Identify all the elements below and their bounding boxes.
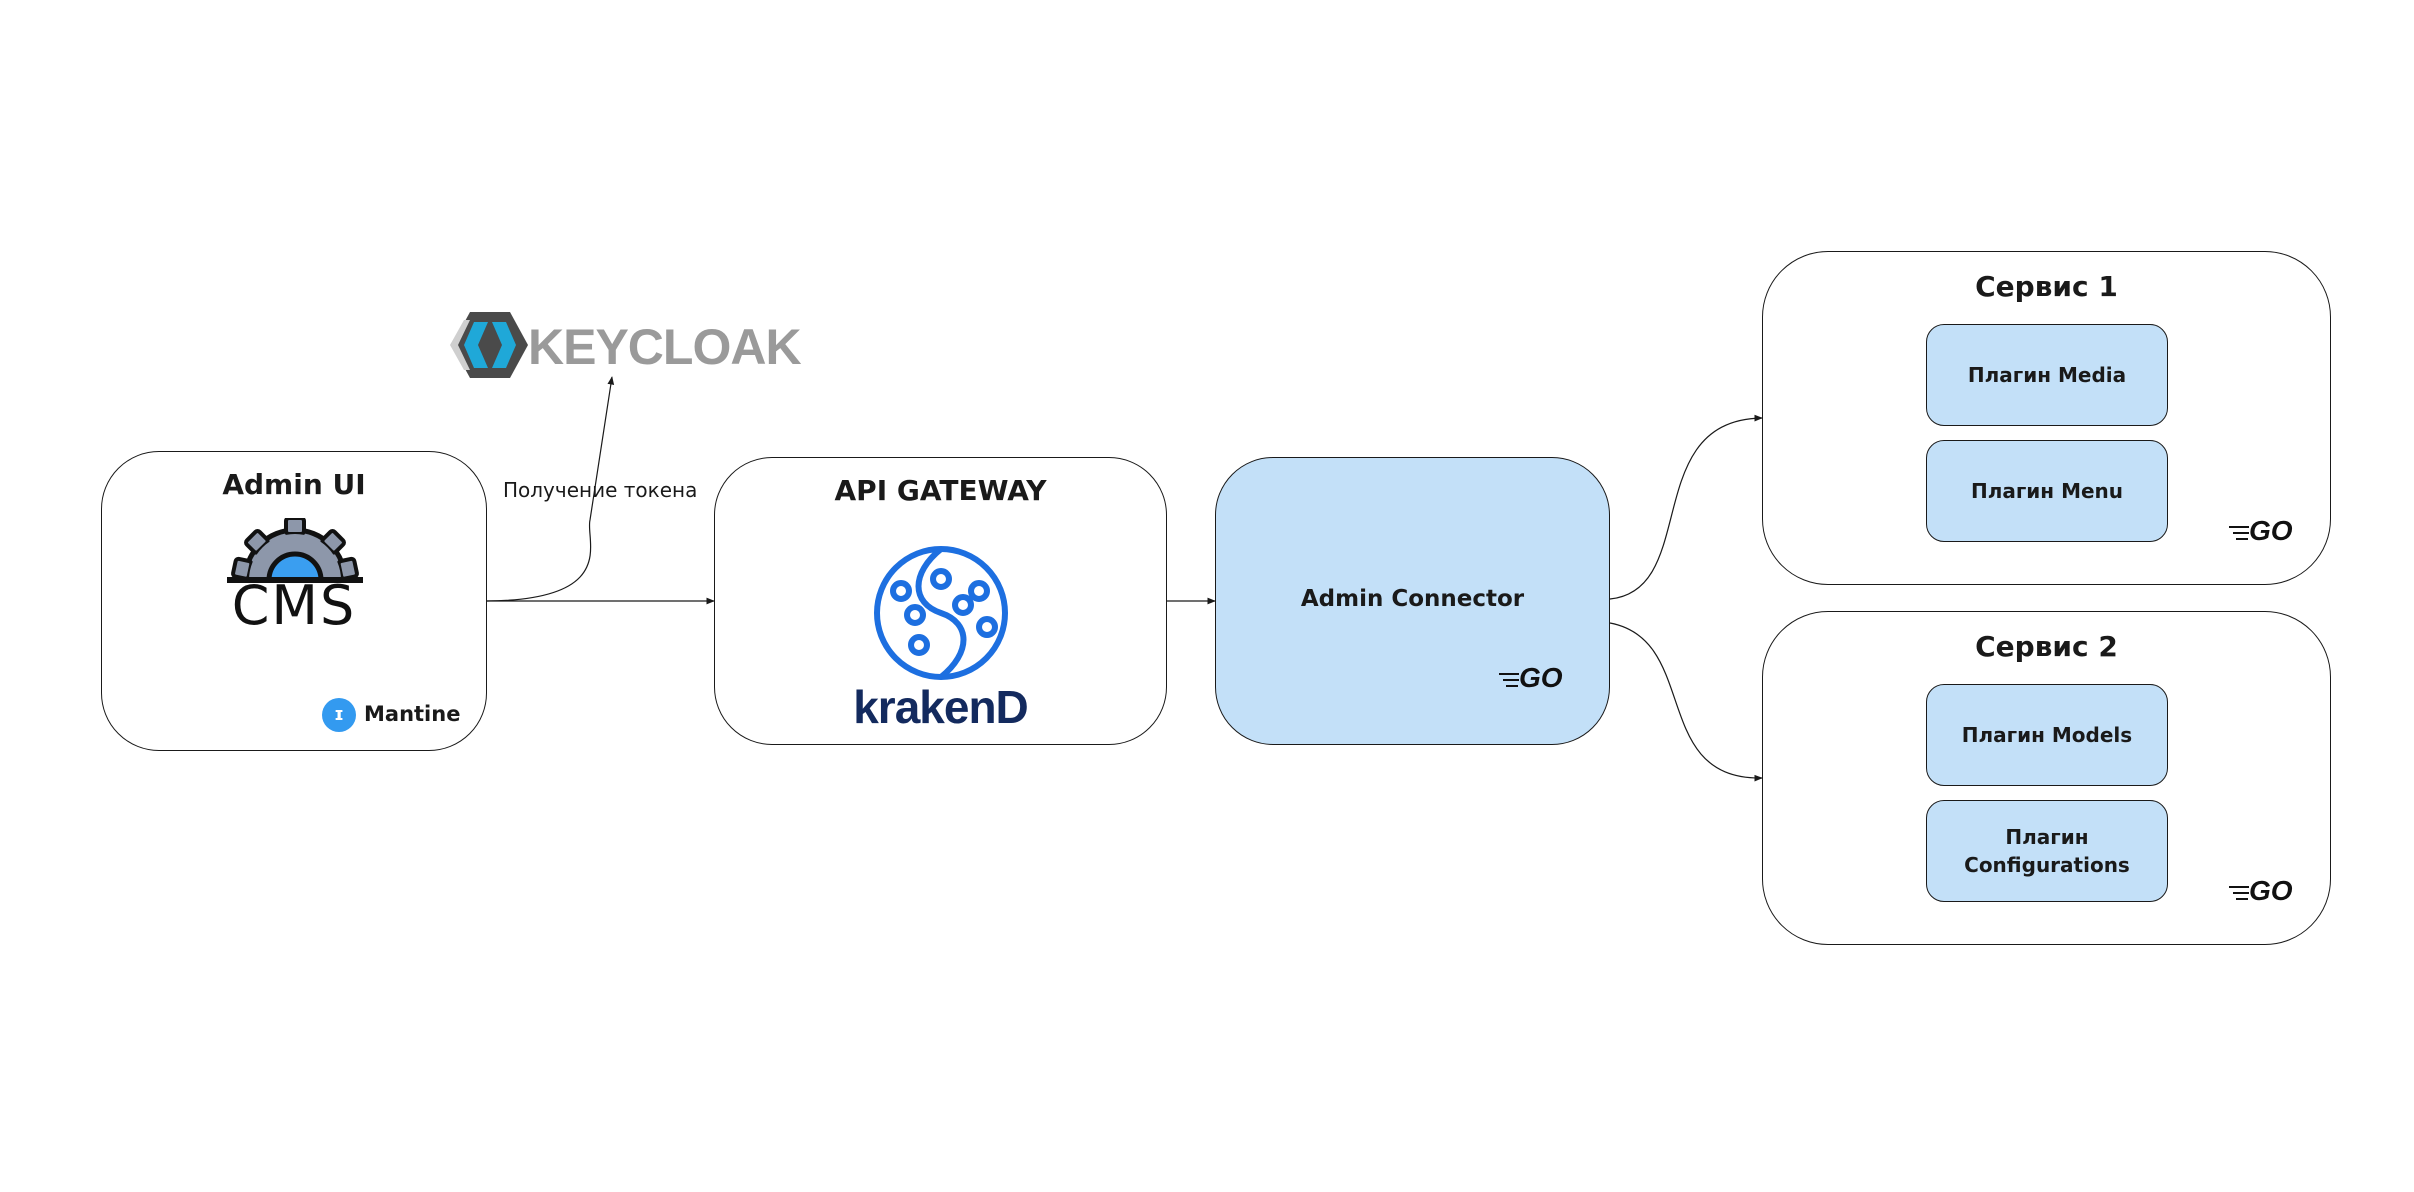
keycloak-logo: KEYCLOAK [450,310,802,380]
mantine-label: Mantine [364,702,461,726]
plugin-media: Плагин Media [1926,324,2168,426]
go-logo-text: GO [1519,662,1563,693]
arrow-connector-to-service2 [1609,622,1763,782]
arrow-connector-to-service1 [1609,414,1763,600]
go-logo-text: GO [2249,515,2293,546]
mantine-icon: ɪ [322,698,356,732]
plugin-menu: Плагин Menu [1926,440,2168,542]
service2-title: Сервис 2 [1975,630,2118,663]
token-label: Получение токена [503,478,698,502]
admin-ui-title: Admin UI [222,468,366,501]
admin-ui-node: Admin UI CMS ɪ Mantine [101,451,487,751]
cms-gear-icon [227,518,363,583]
krakend-wordmark: krakenD [853,681,1029,733]
cms-text: CMS [231,574,357,637]
service1-title: Сервис 1 [1975,270,2118,303]
admin-connector-title: Admin Connector [1300,586,1525,612]
plugin-configurations: Плагин Configurations [1926,800,2168,902]
keycloak-icon [450,312,528,378]
api-gateway-title: API GATEWAY [834,474,1047,507]
keycloak-wordmark: KEYCLOAK [528,319,802,375]
go-logo-text: GO [2249,875,2293,906]
go-logo-icon: GO [2229,515,2299,546]
krakend-logo-icon [874,546,1008,680]
admin-connector-node: Admin Connector GO [1215,457,1610,745]
plugin-models: Плагин Models [1926,684,2168,786]
service2-node: Сервис 2 Плагин Models Плагин Configurat… [1762,611,2331,945]
go-logo-icon: GO [2229,875,2299,906]
api-gateway-node: API GATEWAY krakenD [714,457,1167,745]
service1-node: Сервис 1 Плагин Media Плагин Menu GO [1762,251,2331,585]
go-logo-icon: GO [1499,662,1569,693]
